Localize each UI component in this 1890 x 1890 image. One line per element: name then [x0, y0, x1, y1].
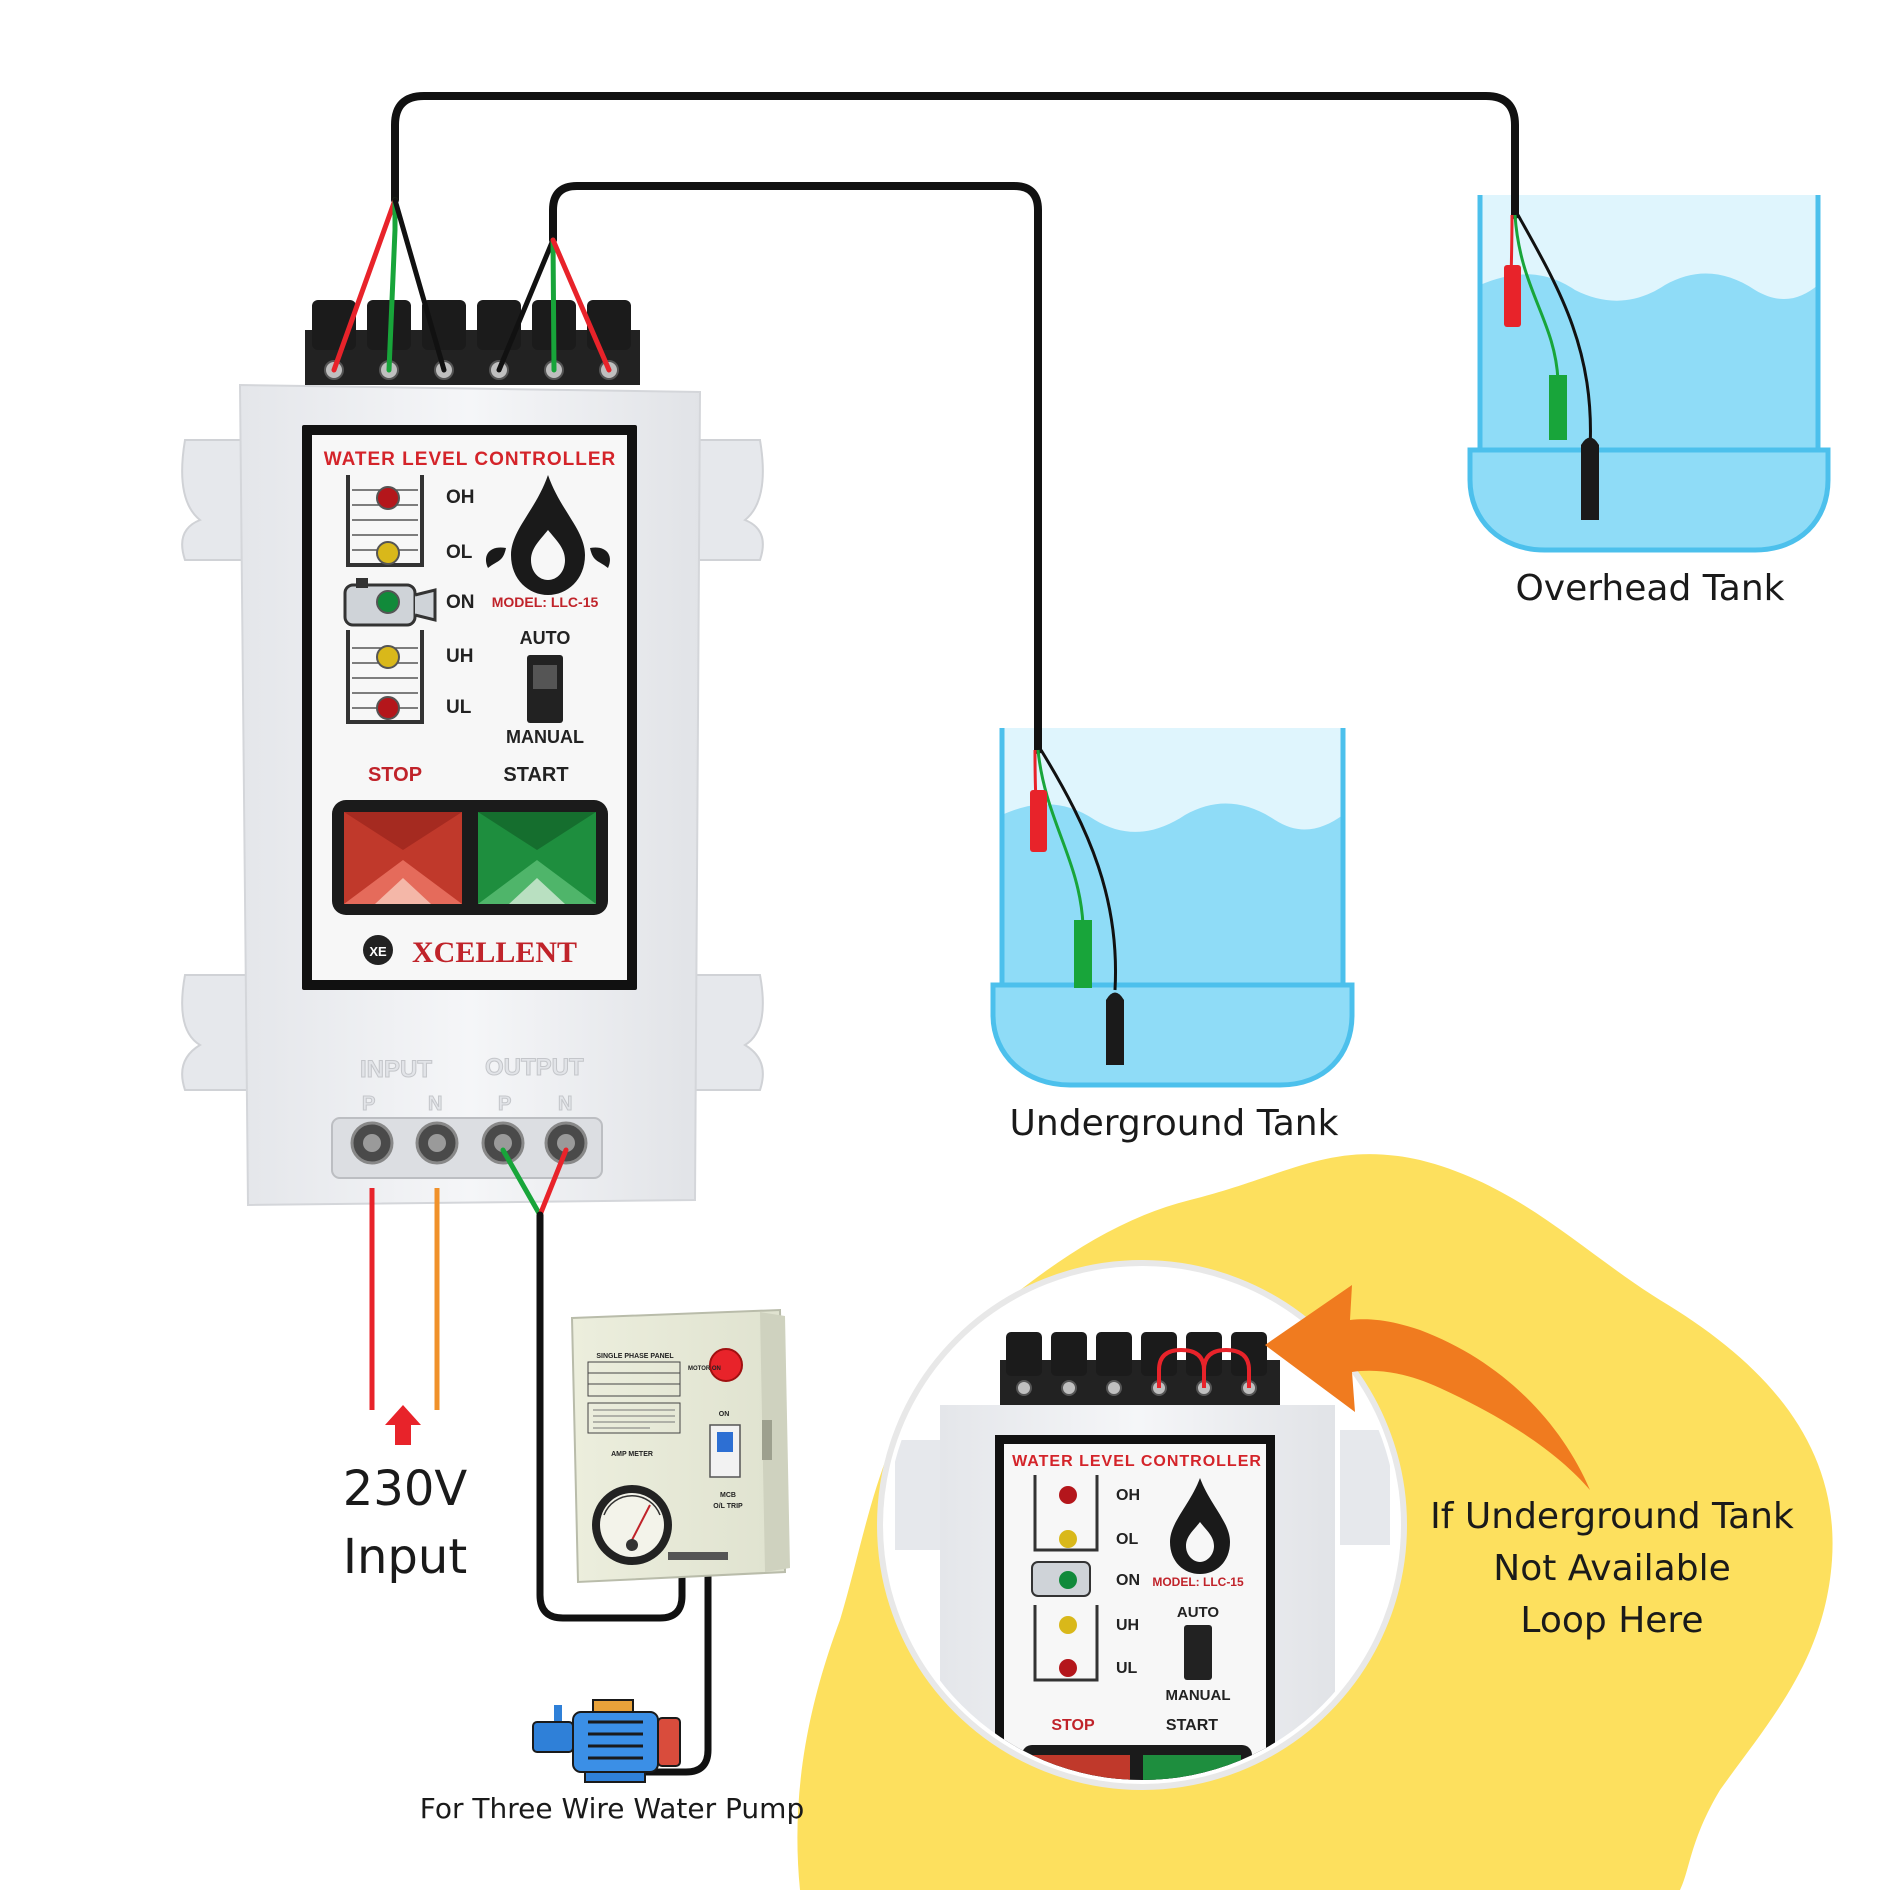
terminal-p-in: P: [362, 1093, 375, 1115]
indicator-label-ol: OL: [446, 542, 473, 563]
inset-manual-label: MANUAL: [1166, 1687, 1231, 1704]
probe-green: [1074, 920, 1092, 988]
callout-line-1: If Underground Tank: [1430, 1496, 1794, 1537]
underground-tank-label: Underground Tank: [1010, 1103, 1339, 1144]
input-label: INPUT: [360, 1056, 432, 1083]
brand-logo: XE: [363, 935, 393, 965]
mcb-on-label: ON: [719, 1411, 730, 1418]
power-voltage: 230V: [343, 1461, 468, 1517]
start-button[interactable]: [478, 812, 596, 904]
stop-label: STOP: [368, 764, 422, 786]
callout-line-2: Not Available: [1493, 1548, 1730, 1589]
sensor-cables: [391, 92, 1519, 754]
mcb-switch[interactable]: [709, 1424, 741, 1478]
power-input-label: Input: [343, 1529, 467, 1585]
auto-manual-switch[interactable]: [527, 655, 563, 723]
led-on: [376, 590, 400, 614]
overhead-water: [1480, 273, 1818, 450]
led-uh: [376, 645, 400, 669]
led-oh: [376, 486, 400, 510]
overhead-tank: [1467, 195, 1831, 553]
water-pump-icon: [532, 1699, 681, 1783]
inset-stop-label: STOP: [1051, 1717, 1095, 1734]
panel-title: WATER LEVEL CONTROLLER: [324, 449, 617, 470]
output-wires: [500, 1147, 712, 1776]
inset-start-label: START: [1166, 1717, 1218, 1734]
inset-indicator-on: ON: [1116, 1572, 1140, 1589]
mcb-label: MCB: [720, 1492, 736, 1499]
terminal-n-in: N: [428, 1093, 442, 1115]
terminal-p-out: P: [498, 1093, 511, 1115]
underground-probes: [1030, 749, 1124, 1065]
inset-indicator-uh: UH: [1116, 1617, 1139, 1634]
overhead-probes: [1504, 214, 1599, 520]
probe-black: [1581, 437, 1599, 520]
brand-name: XCELLENT: [412, 936, 577, 969]
loop-jumper-wires: [1157, 1347, 1251, 1388]
motor-on-lamp: [709, 1348, 743, 1382]
inset-switch: [1184, 1625, 1212, 1680]
power-terminal-strip: [331, 1117, 603, 1179]
panel-heading: SINGLE PHASE PANEL: [596, 1353, 674, 1360]
underground-tank: [990, 728, 1355, 1088]
switch-auto-label: AUTO: [520, 628, 571, 648]
pump-caption: For Three Wire Water Pump: [420, 1792, 804, 1825]
motor-on-label: MOTOR ON: [688, 1366, 721, 1372]
amp-meter-gauge: [592, 1485, 672, 1565]
power-input-wires: [369, 1188, 440, 1410]
indicator-label-ul: UL: [446, 697, 472, 718]
start-label: START: [503, 764, 568, 786]
inset-indicator-ul: UL: [1116, 1660, 1138, 1677]
terminal-wires: [331, 197, 612, 373]
inset-model-label: MODEL: LLC-15: [1152, 1575, 1244, 1589]
indicator-leds: [376, 486, 400, 720]
callout-text: If Underground Tank Not Available Loop H…: [1430, 1496, 1794, 1641]
probe-red: [1030, 790, 1047, 852]
inset-indicator-ol: OL: [1116, 1531, 1138, 1548]
probe-green: [1549, 375, 1567, 440]
up-arrow-icon: [385, 1405, 421, 1445]
terminal-n-out: N: [558, 1093, 572, 1115]
ol-trip-label: O/L TRIP: [713, 1503, 743, 1510]
probe-black: [1106, 992, 1124, 1065]
water-drop-logo: [486, 475, 610, 595]
curved-arrow-icon: [1265, 1285, 1590, 1490]
led-ul: [376, 696, 400, 720]
amp-meter-label: AMP METER: [611, 1451, 653, 1458]
inset-auto-label: AUTO: [1177, 1604, 1220, 1621]
svg-text:XE: XE: [369, 944, 387, 959]
indicator-label-on: ON: [446, 592, 475, 613]
switch-manual-label: MANUAL: [506, 727, 584, 747]
output-label: OUTPUT: [485, 1054, 584, 1081]
callout-line-3: Loop Here: [1520, 1600, 1703, 1641]
indicator-label-uh: UH: [446, 646, 473, 667]
inset-indicator-oh: OH: [1116, 1487, 1140, 1504]
model-label: MODEL: LLC-15: [492, 594, 599, 610]
water-level-controller: WATER LEVEL CONTROLLER OH OL ON: [181, 197, 764, 1207]
overhead-tank-label: Overhead Tank: [1515, 568, 1784, 609]
inset-panel-title: WATER LEVEL CONTROLLER: [1012, 1453, 1262, 1470]
probe-red: [1504, 265, 1521, 327]
indicator-label-oh: OH: [446, 487, 475, 508]
underground-water: [1002, 803, 1343, 985]
led-ol: [376, 541, 400, 565]
stop-button[interactable]: [344, 812, 462, 904]
single-phase-panel: SINGLE PHASE PANEL MOTOR ON ON MCB O/L T…: [570, 1308, 790, 1584]
